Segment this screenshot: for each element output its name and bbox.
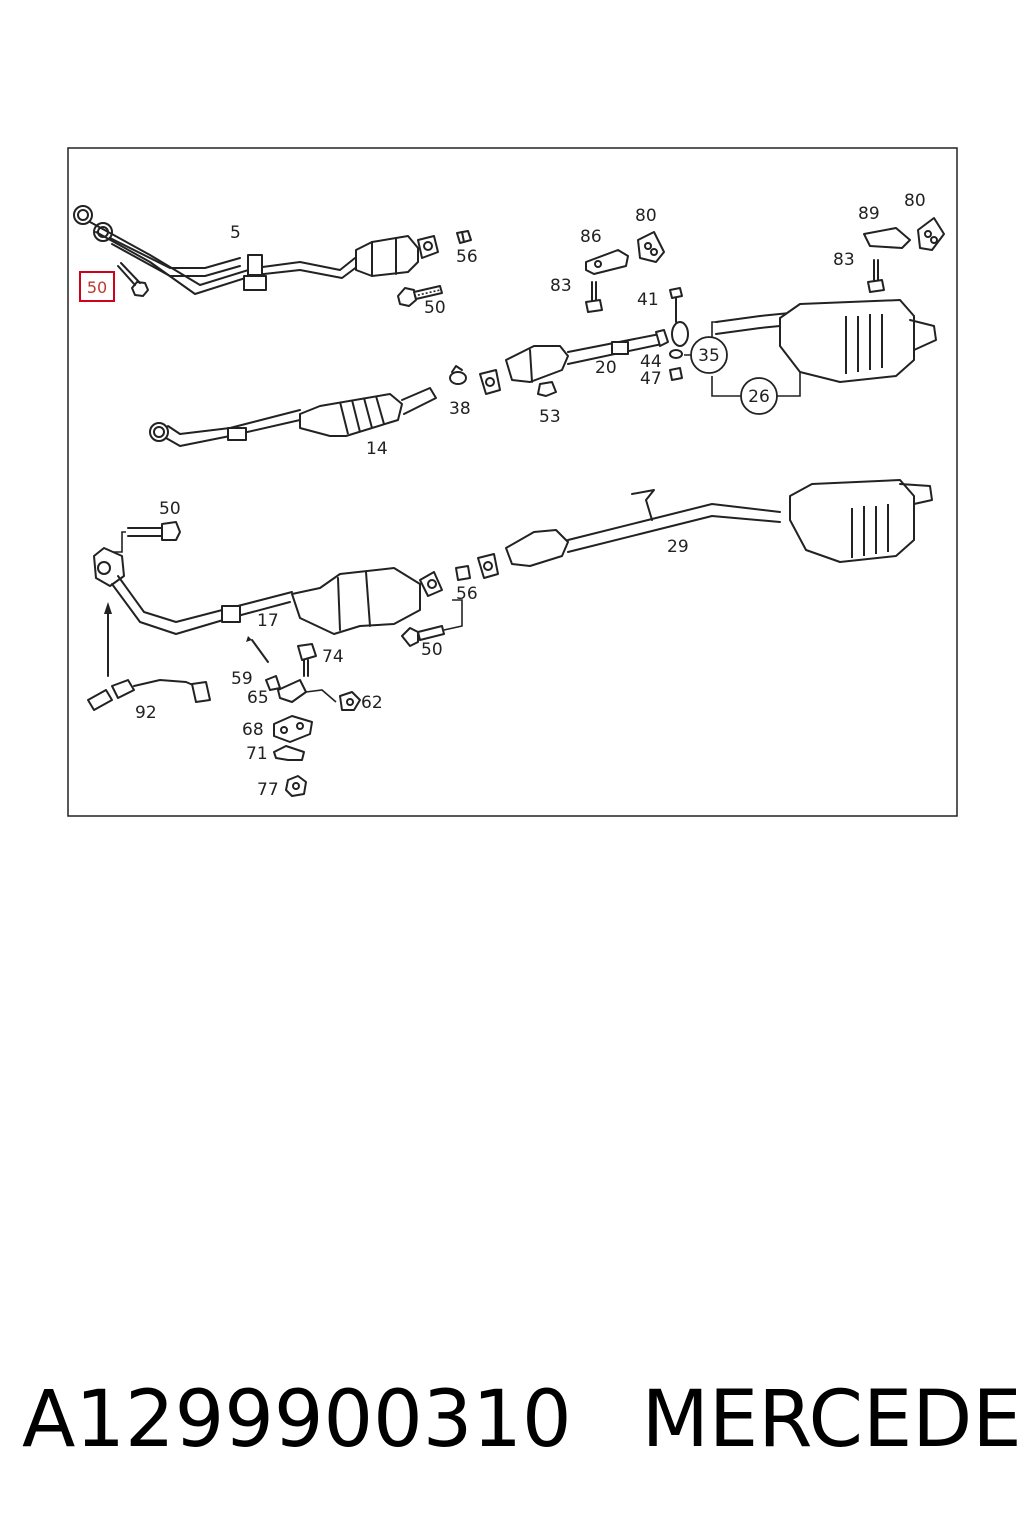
hanger-86 bbox=[585, 249, 629, 275]
label-77: 77 bbox=[257, 780, 279, 800]
label-41: 41 bbox=[637, 290, 659, 310]
pipe-29-rear-section bbox=[477, 479, 933, 579]
clip-71 bbox=[273, 745, 305, 761]
label-38: 38 bbox=[449, 399, 471, 419]
label-71: 71 bbox=[246, 744, 268, 764]
label-50-top: 50 bbox=[424, 298, 446, 318]
nut-62 bbox=[339, 691, 361, 711]
label-62: 62 bbox=[361, 693, 383, 713]
label-65: 65 bbox=[247, 688, 269, 708]
pipe-14-catalytic-converter bbox=[149, 387, 437, 447]
bolt-50-bottom-left bbox=[112, 521, 181, 553]
label-86: 86 bbox=[580, 227, 602, 247]
hanger-89 bbox=[863, 227, 911, 249]
label-89: 89 bbox=[858, 204, 880, 224]
nut-56-top bbox=[456, 230, 472, 244]
label-59: 59 bbox=[231, 669, 253, 689]
label-29: 29 bbox=[667, 537, 689, 557]
label-74: 74 bbox=[322, 647, 344, 667]
label-56-top: 56 bbox=[456, 247, 478, 267]
bolt-50-top bbox=[397, 285, 443, 307]
front-pipe-5 bbox=[73, 205, 359, 295]
bolt-83-right bbox=[867, 259, 885, 293]
nut-53 bbox=[537, 381, 557, 397]
label-56-bottom: 56 bbox=[456, 584, 478, 604]
rear-muffler-top bbox=[715, 299, 937, 383]
part-number: A1299900310 bbox=[22, 1375, 572, 1465]
label-50-highlighted: 50 bbox=[87, 278, 107, 297]
part-caption: A1299900310 MERCEDES bbox=[22, 1365, 1024, 1475]
clamp-41-44-47 bbox=[669, 287, 689, 381]
label-26: 26 bbox=[748, 387, 770, 407]
callout-35-leader bbox=[684, 321, 718, 356]
intermediate-pipe-20 bbox=[479, 329, 669, 395]
arrow-sensor-up bbox=[104, 602, 112, 677]
label-92: 92 bbox=[135, 703, 157, 723]
rubber-mount-80-left bbox=[637, 231, 665, 263]
label-83-right: 83 bbox=[833, 250, 855, 270]
bolt-83-left bbox=[585, 281, 603, 313]
oxygen-sensor-92 bbox=[87, 679, 211, 711]
pre-muffler-top bbox=[355, 235, 439, 277]
label-44: 44 bbox=[640, 352, 662, 372]
callout-26-leader bbox=[711, 372, 801, 397]
label-68: 68 bbox=[242, 720, 264, 740]
brand-name: MERCEDES bbox=[641, 1375, 1024, 1465]
rubber-mount-80-right bbox=[917, 217, 945, 251]
label-17: 17 bbox=[257, 611, 279, 631]
bolt-50-highlighted-part bbox=[117, 262, 149, 297]
pipe-17-dual-converter bbox=[93, 547, 443, 635]
label-35: 35 bbox=[698, 346, 720, 366]
label-80-right: 80 bbox=[904, 191, 926, 211]
bracket-59-65 bbox=[265, 675, 337, 703]
diagram-frame bbox=[67, 147, 958, 817]
label-47: 47 bbox=[640, 369, 662, 389]
bolt-50-bottom bbox=[401, 599, 463, 647]
label-14: 14 bbox=[366, 439, 388, 459]
nut-56-bottom bbox=[455, 565, 471, 581]
label-5: 5 bbox=[230, 223, 241, 243]
label-80-left: 80 bbox=[635, 206, 657, 226]
label-50-bottom-left: 50 bbox=[159, 499, 181, 519]
bracket-68 bbox=[273, 715, 313, 743]
label-50-bottom: 50 bbox=[421, 640, 443, 660]
arrow-bracket-59 bbox=[246, 636, 269, 663]
label-20: 20 bbox=[595, 358, 617, 378]
highlight-box bbox=[79, 271, 115, 302]
clamp-38 bbox=[449, 365, 467, 385]
label-83-left: 83 bbox=[550, 276, 572, 296]
label-53: 53 bbox=[539, 407, 561, 427]
nut-77 bbox=[285, 775, 307, 797]
bolt-74 bbox=[297, 643, 317, 677]
